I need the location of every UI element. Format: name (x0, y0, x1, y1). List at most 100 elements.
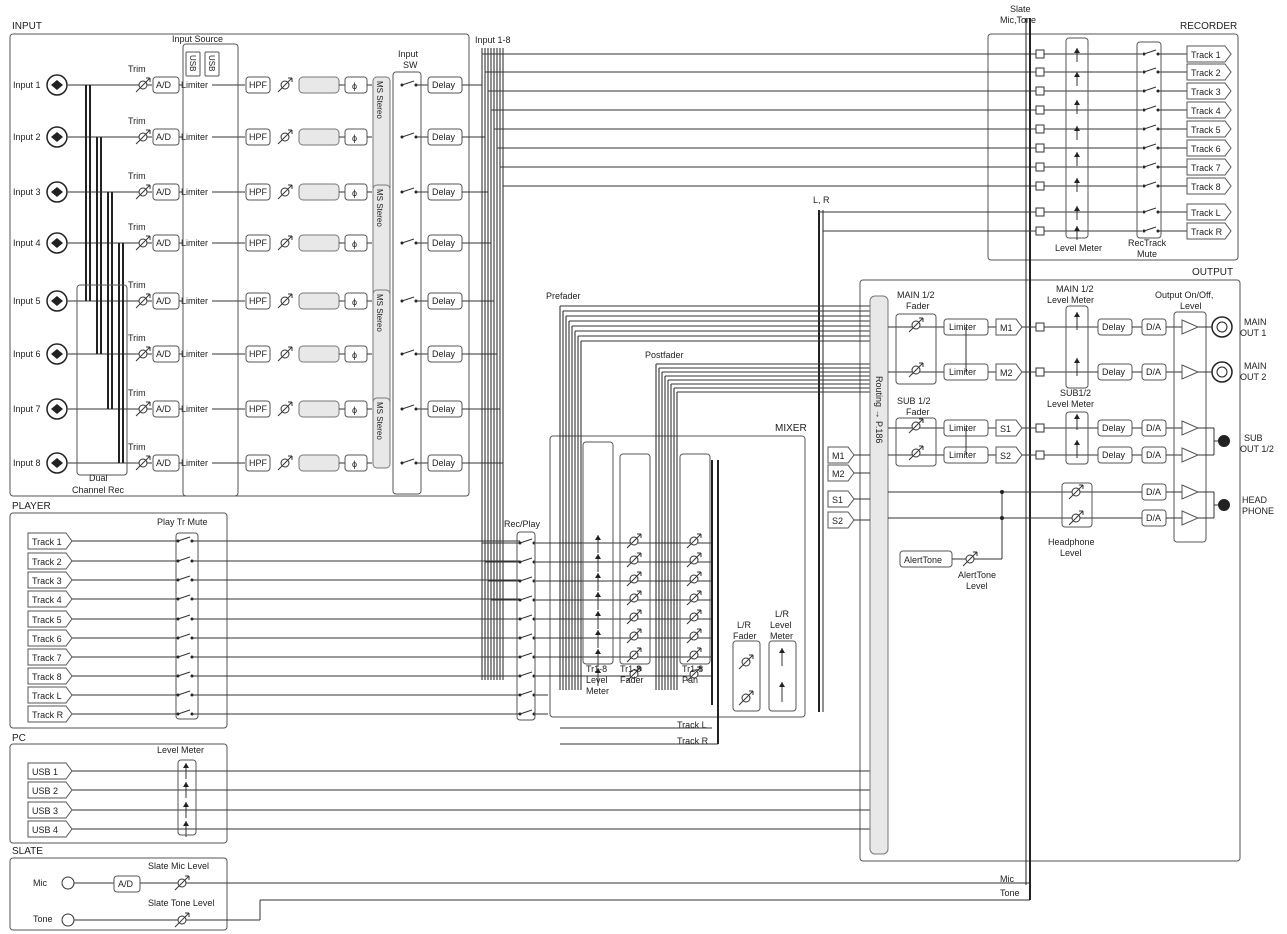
mixer-level-meter-1 (595, 535, 601, 553)
recorder-track-2-tag: Track 2 (1186, 63, 1232, 81)
main-out2-label-2: OUT 2 (1240, 372, 1266, 382)
input-5-delay-text: Delay (432, 296, 456, 306)
output-row-sub2-node (1035, 450, 1045, 460)
sub-out-label-1: SUB (1244, 433, 1263, 443)
pc-usb-3-tag: USB 3 (27, 801, 73, 819)
slate-tone-level-label: Slate Tone Level (148, 898, 214, 908)
player-track-7: Track 7 (27, 648, 520, 666)
player-track-6-mute (176, 633, 194, 640)
headphone-level-knob-1 (1068, 484, 1084, 500)
input-6-limiter-text: Limiter (181, 349, 208, 359)
prefader-label: Prefader (546, 291, 581, 301)
recorder-track-7-tag-text: Track 7 (1191, 163, 1221, 173)
recorder-level-meter-label: Level Meter (1055, 243, 1102, 253)
output-row-sub2-amp (1181, 447, 1200, 463)
input-8-phase-text: ϕ (352, 459, 357, 469)
pc-usb-1-meter (183, 763, 189, 779)
main-meter-label-2: Level Meter (1047, 295, 1094, 305)
mixer-channel-1 (518, 533, 712, 553)
input-6-hpf-box (245, 345, 271, 363)
recorder-track-7: Track 7 (1035, 158, 1232, 176)
input-3-delay-text: Delay (432, 187, 456, 197)
player-track-6: Track 6 (27, 629, 520, 647)
player-track-7-tag: Track 7 (27, 648, 73, 666)
recorder-track-3-tag-text: Track 3 (1191, 87, 1221, 97)
mixer-pan-knob-7 (686, 647, 702, 663)
lr-fader-label-2: Fader (733, 631, 757, 641)
recorder-track-2-node (1035, 67, 1045, 77)
player-track-3-tag-text: Track 3 (32, 576, 62, 586)
recorder-track-8-tag: Track 8 (1186, 177, 1232, 195)
lr-meter-label-3: Meter (770, 631, 793, 641)
input-4-ad-text: A/D (156, 238, 172, 248)
recorder-track-3-mute (1142, 86, 1160, 93)
rec-play-label: Rec/Play (504, 519, 541, 529)
main-out1-label-2: OUT 1 (1240, 328, 1266, 338)
headphone-amp-2 (1181, 510, 1200, 526)
mixer-fader-knob-2 (626, 552, 642, 568)
alert-tone-level-label-1: AlertTone (958, 570, 996, 580)
input-4-phase-text: ϕ (352, 239, 357, 249)
level-meter-label-1: Tr1-8 (586, 664, 607, 674)
input-2-limiter-text: Limiter (181, 132, 208, 142)
recorder-track-4: Track 4 (1035, 101, 1232, 119)
input-1-hpf-text: HPF (249, 80, 268, 90)
recorder-track-2: Track 2 (1035, 63, 1232, 81)
recorder-meter-2 (1074, 72, 1080, 86)
input-3-ms-box (298, 183, 340, 201)
input-1-ms-box (298, 76, 340, 94)
fader-label-2: Fader (620, 675, 644, 685)
mixer-block (516, 305, 872, 745)
player-track-3-tag: Track 3 (27, 571, 73, 589)
output-row-main2-node (1035, 367, 1045, 377)
input-bus-label: Input 1-8 (475, 35, 511, 45)
recorder-track-1-tag-text: Track 1 (1191, 50, 1221, 60)
headphone-level-label-1: Headphone (1048, 537, 1095, 547)
input-1-hpf-knob (277, 77, 293, 93)
player-track-6-tag: Track 6 (27, 629, 73, 647)
player-track-2-tag-text: Track 2 (32, 557, 62, 567)
input-2-jack-pin (51, 132, 63, 142)
mixer-fader-knob-6 (626, 628, 642, 644)
player-track-10-tag: Track R (27, 705, 73, 723)
output-row-sub2-fader (908, 445, 924, 461)
slate-tone-jack (61, 913, 75, 927)
pan-label-2: Pan (682, 675, 698, 685)
input-8-ad-text: A/D (156, 458, 172, 468)
input-sw-label-2: SW (403, 60, 418, 70)
input-5-ms-box (298, 292, 340, 310)
pc-usb-3: USB 3 (27, 801, 870, 819)
mixer-channel-7 (518, 647, 712, 667)
input-4-sw (400, 238, 418, 245)
input-4-jack-pin (51, 238, 63, 248)
input-source-label: Input Source (172, 34, 223, 44)
input-7-hpf-knob (277, 401, 293, 417)
pc-section-frame (9, 743, 228, 844)
player-track-9-tag-text: Track L (32, 691, 62, 701)
player-section-frame (9, 512, 228, 729)
output-row-main2-fader (908, 362, 924, 378)
onoff-label-1: Output On/Off, (1155, 290, 1213, 300)
input-sw-column (392, 71, 422, 495)
main-fader-frame (895, 313, 937, 385)
slate-tone-level-knob (174, 912, 190, 928)
input-sw-label-1: Input (398, 49, 419, 59)
player-track-9-tag: Track L (27, 686, 73, 704)
mixer-pan-knob-6 (686, 628, 702, 644)
mixer-track-r-label: Track R (677, 736, 709, 746)
player-track-10: Track R (27, 705, 520, 723)
recorder-meter-1 (1074, 48, 1080, 62)
input-5-hpf-text: HPF (249, 296, 268, 306)
alert-tone-level-label-2: Level (966, 581, 988, 591)
recorder-track-1-tag: Track 1 (1186, 45, 1232, 63)
recorder-section-frame (987, 33, 1239, 261)
mixer-pan-knob-2 (686, 552, 702, 568)
input-8-hpf-box (245, 454, 271, 472)
input-source-usb-1 (185, 51, 201, 77)
dual-channel-rec-frame (76, 284, 128, 476)
recorder-track-5-mute (1142, 124, 1160, 131)
slate-ad-box (113, 875, 141, 893)
input-4-hpf-box (245, 234, 271, 252)
sub-fader-frame (895, 417, 937, 467)
